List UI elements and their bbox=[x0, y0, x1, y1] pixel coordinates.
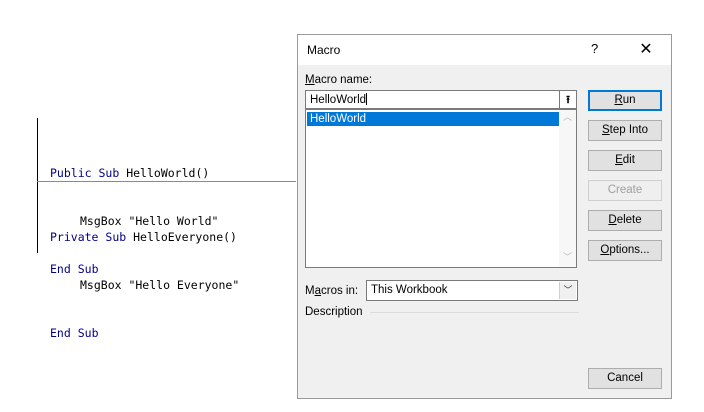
procedure-name: HelloEveryone() bbox=[133, 230, 237, 244]
keyword: Sub bbox=[77, 326, 99, 340]
button-label: dit bbox=[622, 154, 635, 166]
keyword: Sub bbox=[98, 166, 120, 180]
run-button[interactable]: Run bbox=[588, 90, 662, 111]
accelerator-key: D bbox=[608, 214, 617, 226]
accelerator-key: R bbox=[614, 94, 623, 106]
accelerator-key: E bbox=[615, 154, 623, 166]
keyword: Sub bbox=[105, 230, 127, 244]
list-scrollbar[interactable]: ︿ ﹀ bbox=[559, 110, 576, 267]
keyword: Sub bbox=[77, 262, 99, 276]
button-label: ptions... bbox=[609, 244, 650, 256]
selected-value: This Workbook bbox=[371, 284, 448, 296]
label-text: cros in: bbox=[321, 285, 359, 297]
code-line: MsgBox "Hello Everyone" bbox=[50, 277, 239, 293]
keyword: End bbox=[50, 326, 71, 340]
button-label: tep Into bbox=[609, 124, 649, 136]
accelerator-key: S bbox=[601, 124, 610, 136]
procedure-separator bbox=[37, 181, 296, 182]
scroll-up-icon[interactable]: ︿ bbox=[562, 113, 572, 123]
label-text: M bbox=[305, 285, 315, 297]
text-cursor bbox=[366, 93, 368, 105]
accelerator-key: O bbox=[600, 244, 610, 256]
close-icon[interactable]: ✕ bbox=[639, 39, 653, 58]
macro-list[interactable]: HelloWorld ︿ ﹀ bbox=[305, 109, 577, 268]
code-line: End Sub bbox=[50, 261, 218, 277]
list-item[interactable]: HelloWorld bbox=[307, 112, 559, 126]
accelerator-key: M bbox=[305, 74, 315, 86]
macro-name-value: HelloWorld bbox=[310, 94, 367, 106]
keyword: Public bbox=[50, 166, 92, 180]
code-block-helloworld: Public Sub HelloWorld() MsgBox "Hello Wo… bbox=[50, 133, 218, 309]
code-editor[interactable]: Public Sub HelloWorld() MsgBox "Hello Wo… bbox=[0, 0, 300, 412]
options-button[interactable]: Options... bbox=[588, 240, 662, 261]
code-statement: MsgBox "Hello Everyone" bbox=[80, 278, 240, 292]
edit-button[interactable]: Edit bbox=[588, 150, 662, 171]
macro-name-label: Macro name: bbox=[305, 74, 372, 86]
macros-in-select[interactable]: This Workbook ﹀ bbox=[366, 280, 578, 301]
description-label: Description bbox=[305, 306, 363, 318]
step-into-button[interactable]: Step Into bbox=[588, 120, 662, 141]
button-label: un bbox=[622, 94, 636, 106]
chevron-down-icon[interactable]: ﹀ bbox=[559, 282, 576, 299]
accelerator-key: a bbox=[314, 285, 321, 297]
macros-in-label: Macros in: bbox=[305, 285, 358, 297]
dialog-titlebar[interactable]: Macro ? ✕ bbox=[298, 35, 671, 65]
code-block-helloeveryone: Private Sub HelloEveryone() MsgBox "Hell… bbox=[50, 197, 239, 373]
code-line: MsgBox "Hello World" bbox=[50, 213, 218, 229]
collapse-arrow-icon[interactable]: ⭱ bbox=[559, 91, 576, 108]
code-line: Private Sub HelloEveryone() bbox=[50, 229, 239, 245]
button-label: elete bbox=[616, 214, 642, 226]
label-text: acro name: bbox=[314, 74, 373, 86]
dialog-title: Macro bbox=[307, 43, 341, 57]
description-divider bbox=[370, 312, 579, 313]
code-statement: MsgBox "Hello World" bbox=[80, 214, 219, 228]
keyword: End bbox=[50, 262, 71, 276]
cancel-button[interactable]: Cancel bbox=[588, 368, 662, 389]
macro-dialog: Macro ? ✕ Macro name: HelloWorld ⭱ Hello… bbox=[297, 34, 672, 399]
margin-indicator-bar bbox=[37, 118, 38, 253]
delete-button[interactable]: Delete bbox=[588, 210, 662, 231]
macro-name-input[interactable]: HelloWorld bbox=[305, 90, 577, 109]
code-line: Public Sub HelloWorld() bbox=[50, 165, 218, 181]
help-button[interactable]: ? bbox=[591, 41, 599, 56]
scroll-down-icon[interactable]: ﹀ bbox=[562, 253, 572, 263]
procedure-name: HelloWorld() bbox=[126, 166, 210, 180]
keyword: Private bbox=[50, 230, 99, 244]
code-line: End Sub bbox=[50, 325, 239, 341]
create-button[interactable]: Create bbox=[588, 180, 662, 201]
